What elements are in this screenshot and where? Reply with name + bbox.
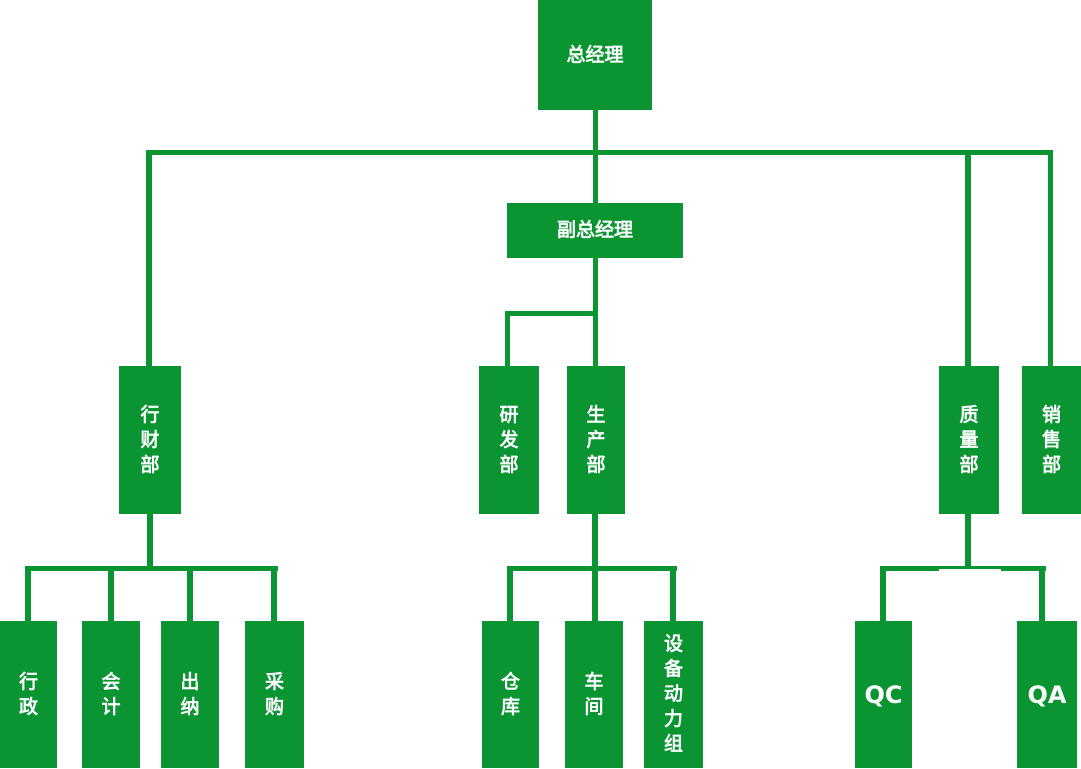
org-node-quality-dept: 质量部 [939, 366, 999, 514]
org-node-label: 销售部 [1041, 403, 1061, 476]
org-node-general-manager: 总经理 [538, 0, 652, 110]
org-node-equipment-power-group: 设备动力组 [644, 621, 703, 768]
org-node-qa: QA [1017, 621, 1077, 768]
org-node-label: 行政 [18, 670, 38, 718]
org-node-label: 生产部 [586, 403, 606, 476]
org-node-label: 行财部 [140, 403, 160, 476]
org-node-label: QC [864, 680, 903, 709]
connector-drop-admin [25, 566, 31, 621]
org-node-rd-dept: 研发部 [479, 366, 539, 514]
connector-right-bus [880, 566, 1046, 571]
org-node-accounting: 会计 [82, 621, 140, 768]
connector-left-bus [25, 566, 278, 571]
org-node-workshop: 车间 [565, 621, 623, 768]
org-node-label: 出纳 [180, 670, 200, 718]
connector-dgm-branch-bus [505, 311, 598, 316]
org-node-label: 会计 [101, 670, 121, 718]
org-node-admin: 行政 [0, 621, 57, 768]
org-node-label: 车间 [584, 670, 604, 718]
org-node-production-dept: 生产部 [567, 366, 625, 514]
connector-drop-sales-dept [1048, 150, 1053, 366]
org-node-label: 采购 [264, 670, 284, 718]
connector-drop-procurement [271, 566, 277, 621]
connector-drop-admin-finance-dept [146, 150, 152, 366]
org-node-label: 质量部 [959, 403, 979, 476]
org-node-sales-dept: 销售部 [1022, 366, 1081, 514]
org-node-label: 仓库 [500, 670, 520, 718]
connector-gm-to-dgm [593, 110, 598, 203]
org-node-deputy-general-manager: 副总经理 [507, 203, 683, 258]
connector-quality-feed [965, 514, 971, 571]
connector-top-bus [146, 150, 1053, 155]
org-node-warehouse: 仓库 [482, 621, 539, 768]
connector-drop-warehouse [507, 566, 513, 621]
connector-drop-accounting [108, 566, 114, 621]
connector-drop-qa [1039, 566, 1045, 621]
org-node-cashier: 出纳 [161, 621, 219, 768]
org-node-label: 副总经理 [556, 219, 633, 242]
connector-drop-equipment-power [670, 566, 676, 621]
connector-admin-finance-feed [147, 514, 153, 571]
connector-drop-qc [880, 566, 886, 621]
org-node-label: 设备动力组 [663, 633, 683, 755]
right-bus-white-notch [939, 569, 1001, 572]
org-node-label: 研发部 [499, 403, 519, 476]
connector-drop-quality-dept [965, 150, 971, 366]
org-node-qc: QC [855, 621, 912, 768]
org-node-label: 总经理 [566, 43, 624, 66]
connector-middle-bus [507, 566, 677, 571]
connector-drop-cashier [187, 566, 193, 621]
org-node-admin-finance-dept: 行财部 [119, 366, 181, 514]
org-node-label: QA [1027, 680, 1067, 709]
org-node-procurement: 采购 [245, 621, 304, 768]
connector-drop-rd-dept [505, 311, 510, 366]
